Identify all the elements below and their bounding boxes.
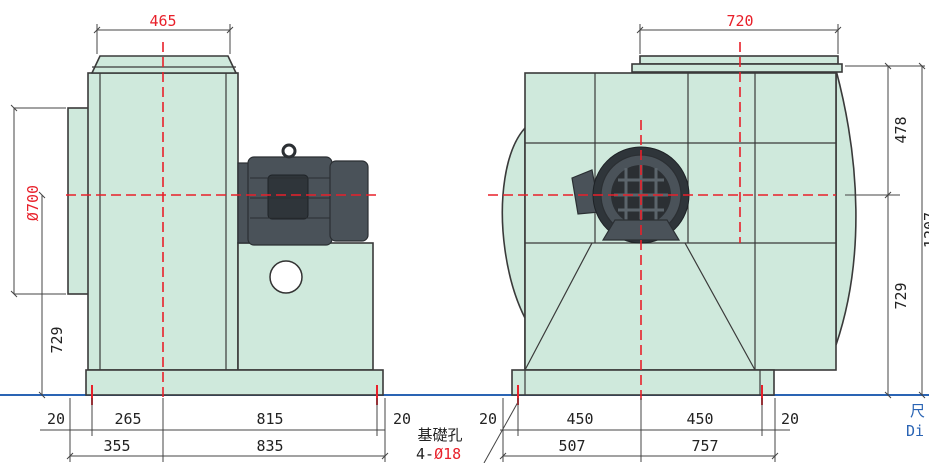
front-bottom-dim-1: 20 <box>479 410 497 428</box>
side-bottom-dim-4: 20 <box>393 410 411 428</box>
side-outlet-flange <box>90 55 238 74</box>
legend-en: Di <box>906 422 924 440</box>
front-scroll-right <box>835 69 857 346</box>
front-bottom-dim-4: 20 <box>781 410 799 428</box>
front-bottom-total-2: 757 <box>691 437 718 455</box>
front-top-width: 720 <box>726 12 753 30</box>
side-top-width: 465 <box>149 12 176 30</box>
side-motor <box>237 143 369 246</box>
inspection-hole <box>269 260 303 294</box>
front-base-plate <box>511 369 775 396</box>
side-bottom-dim-2: 265 <box>114 410 141 428</box>
foundation-holes: 4-Ø18 <box>416 445 461 463</box>
side-inlet-flange <box>67 107 91 295</box>
front-shaft-height: 729 <box>892 282 910 309</box>
side-inlet-diameter: Ø700 <box>24 185 42 221</box>
front-upper-height: 478 <box>892 116 910 143</box>
front-support-frame <box>524 242 756 371</box>
front-bottom-total-1: 507 <box>558 437 585 455</box>
front-total-height: 1207 <box>921 212 929 248</box>
foundation-callout: 基礎孔 4-Ø18 <box>416 401 519 463</box>
side-bottom-total-1: 355 <box>103 437 130 455</box>
legend-cn: 尺 <box>910 402 925 420</box>
legend: 尺 Di <box>906 402 925 440</box>
front-view: 720 478 729 1207 20 450 450 20 507 757 <box>479 12 929 462</box>
side-bottom-dim-3: 815 <box>256 410 283 428</box>
motor-stand <box>237 242 374 371</box>
front-bottom-dim-3: 450 <box>686 410 713 428</box>
front-bottom-dim-2: 450 <box>566 410 593 428</box>
side-bottom-total-2: 835 <box>256 437 283 455</box>
side-view: 465 Ø700 729 20 265 815 20 355 835 <box>10 12 411 462</box>
side-bottom-dim-1: 20 <box>47 410 65 428</box>
front-outlet-flange <box>639 55 839 65</box>
side-shaft-height: 729 <box>48 326 66 353</box>
foundation-label: 基礎孔 <box>417 426 462 444</box>
side-base-plate <box>85 369 384 396</box>
